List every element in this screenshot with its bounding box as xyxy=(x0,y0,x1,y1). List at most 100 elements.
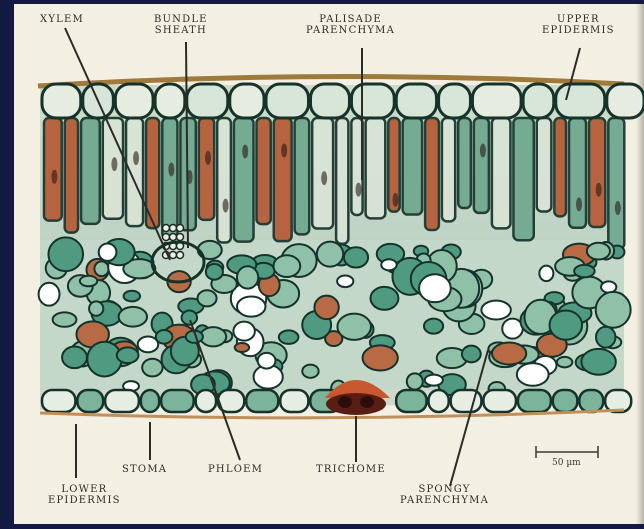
chloroplast xyxy=(111,157,117,171)
spongy-cell xyxy=(89,301,103,315)
palisade-cell xyxy=(295,118,310,234)
palisade-cell xyxy=(257,118,271,224)
spongy-cell xyxy=(363,345,398,370)
palisade-cell xyxy=(81,118,100,224)
spongy-cell xyxy=(235,343,249,352)
spongy-cell xyxy=(337,276,353,288)
chloroplast xyxy=(355,183,361,197)
lower-epidermis-cell xyxy=(605,390,631,412)
spongy-cell xyxy=(124,291,140,302)
palisade-cell xyxy=(65,118,78,233)
chloroplast xyxy=(392,193,398,207)
spongy-cell xyxy=(274,255,301,277)
palisade-cell xyxy=(234,118,254,242)
palisade-cell xyxy=(492,118,511,228)
spongy-cell xyxy=(87,342,121,377)
spongy-cell xyxy=(371,287,399,310)
label-bundle-sheath: BUNDLESHEATH xyxy=(154,14,208,36)
palisade-cell xyxy=(199,118,214,220)
spongy-cell xyxy=(279,330,299,343)
chloroplast xyxy=(596,183,602,197)
spongy-cell xyxy=(574,265,595,277)
label-stoma: STOMA xyxy=(122,464,167,475)
xylem-vessel xyxy=(163,225,170,232)
spongy-cell xyxy=(99,244,117,261)
spongy-cell xyxy=(182,311,197,325)
xylem-vessel xyxy=(177,234,184,241)
chloroplast xyxy=(242,144,248,158)
xylem-vessel xyxy=(170,252,177,259)
palisade-cell xyxy=(366,118,386,218)
chloroplast xyxy=(480,144,486,158)
palisade-cell xyxy=(474,118,489,213)
xylem-vessel xyxy=(177,225,184,232)
spongy-cell xyxy=(557,357,573,368)
spongy-cell xyxy=(596,327,615,348)
chloroplast xyxy=(133,151,139,165)
palisade-cell xyxy=(162,118,177,239)
spongy-cell xyxy=(142,359,162,377)
palisade-cell xyxy=(442,118,455,221)
upper-epidermis-cell xyxy=(523,84,554,118)
spongy-cell xyxy=(425,375,443,386)
scale-bar xyxy=(536,446,598,458)
spongy-cell xyxy=(94,261,108,276)
upper-epidermis-cell xyxy=(42,84,81,118)
spongy-cell xyxy=(237,296,265,316)
palisade-cell xyxy=(608,118,624,249)
label-palisade-parenchyma: PALISADEPARENCHYMA xyxy=(306,14,395,36)
lower-epidermis-cell xyxy=(579,390,603,412)
lower-epidermis-cell xyxy=(42,390,75,412)
lower-epidermis-cell xyxy=(518,390,551,412)
spongy-cell xyxy=(53,312,77,326)
spongy-cell xyxy=(462,346,481,363)
upper-epidermis-cell xyxy=(310,84,349,118)
lower-epidermis-cell xyxy=(396,390,426,412)
chloroplast xyxy=(168,162,174,176)
label-spongy-parenchyma: SPONGYPARENCHYMA xyxy=(400,484,489,506)
spongy-cell xyxy=(317,242,343,267)
chloroplast xyxy=(205,151,211,165)
label-phloem: PHLOEM xyxy=(208,464,263,475)
spongy-cell xyxy=(206,264,223,280)
spongy-cell xyxy=(596,292,631,328)
palisade-cell xyxy=(274,118,292,241)
palisade-cell xyxy=(537,118,552,211)
lower-epidermis-cell xyxy=(553,390,577,412)
spongy-cell xyxy=(344,247,368,267)
label-upper-epidermis: UPPEREPIDERMIS xyxy=(542,14,615,36)
upper-epidermis-cell xyxy=(396,84,436,118)
lower-epidermis-cell xyxy=(141,390,159,412)
spongy-cell xyxy=(550,311,583,340)
lower-epidermis-cell xyxy=(105,390,139,412)
spongy-cell xyxy=(119,307,147,327)
palisade-cell xyxy=(126,118,143,226)
spongy-cell xyxy=(407,373,423,389)
lower-epidermis-cell xyxy=(280,390,308,412)
lower-epidermis-cell xyxy=(429,390,449,412)
spongy-cell xyxy=(117,347,139,363)
palisade-cell xyxy=(425,118,439,230)
palisade-cell xyxy=(554,118,566,216)
spongy-cell xyxy=(237,266,258,288)
spongy-cell xyxy=(48,237,83,271)
palisade-cell xyxy=(44,118,62,221)
palisade-cell xyxy=(589,118,605,227)
spongy-cell xyxy=(587,243,610,260)
palisade-cell xyxy=(217,118,231,242)
upper-epidermis-cell xyxy=(472,84,521,118)
chloroplast xyxy=(576,197,582,211)
lower-epidermis-cell xyxy=(161,390,194,412)
upper-epidermis-cell xyxy=(439,84,471,118)
xylem-vessel xyxy=(163,234,170,241)
xylem-vessel xyxy=(177,252,184,259)
spongy-cell xyxy=(481,301,510,320)
spongy-cell xyxy=(233,322,254,341)
xylem-vessel xyxy=(170,234,177,241)
upper-epidermis-cell xyxy=(351,84,394,118)
spongy-cell xyxy=(156,330,173,344)
chloroplast xyxy=(321,171,327,185)
lower-epidermis-cell xyxy=(77,390,103,412)
spongy-cell xyxy=(80,276,97,287)
